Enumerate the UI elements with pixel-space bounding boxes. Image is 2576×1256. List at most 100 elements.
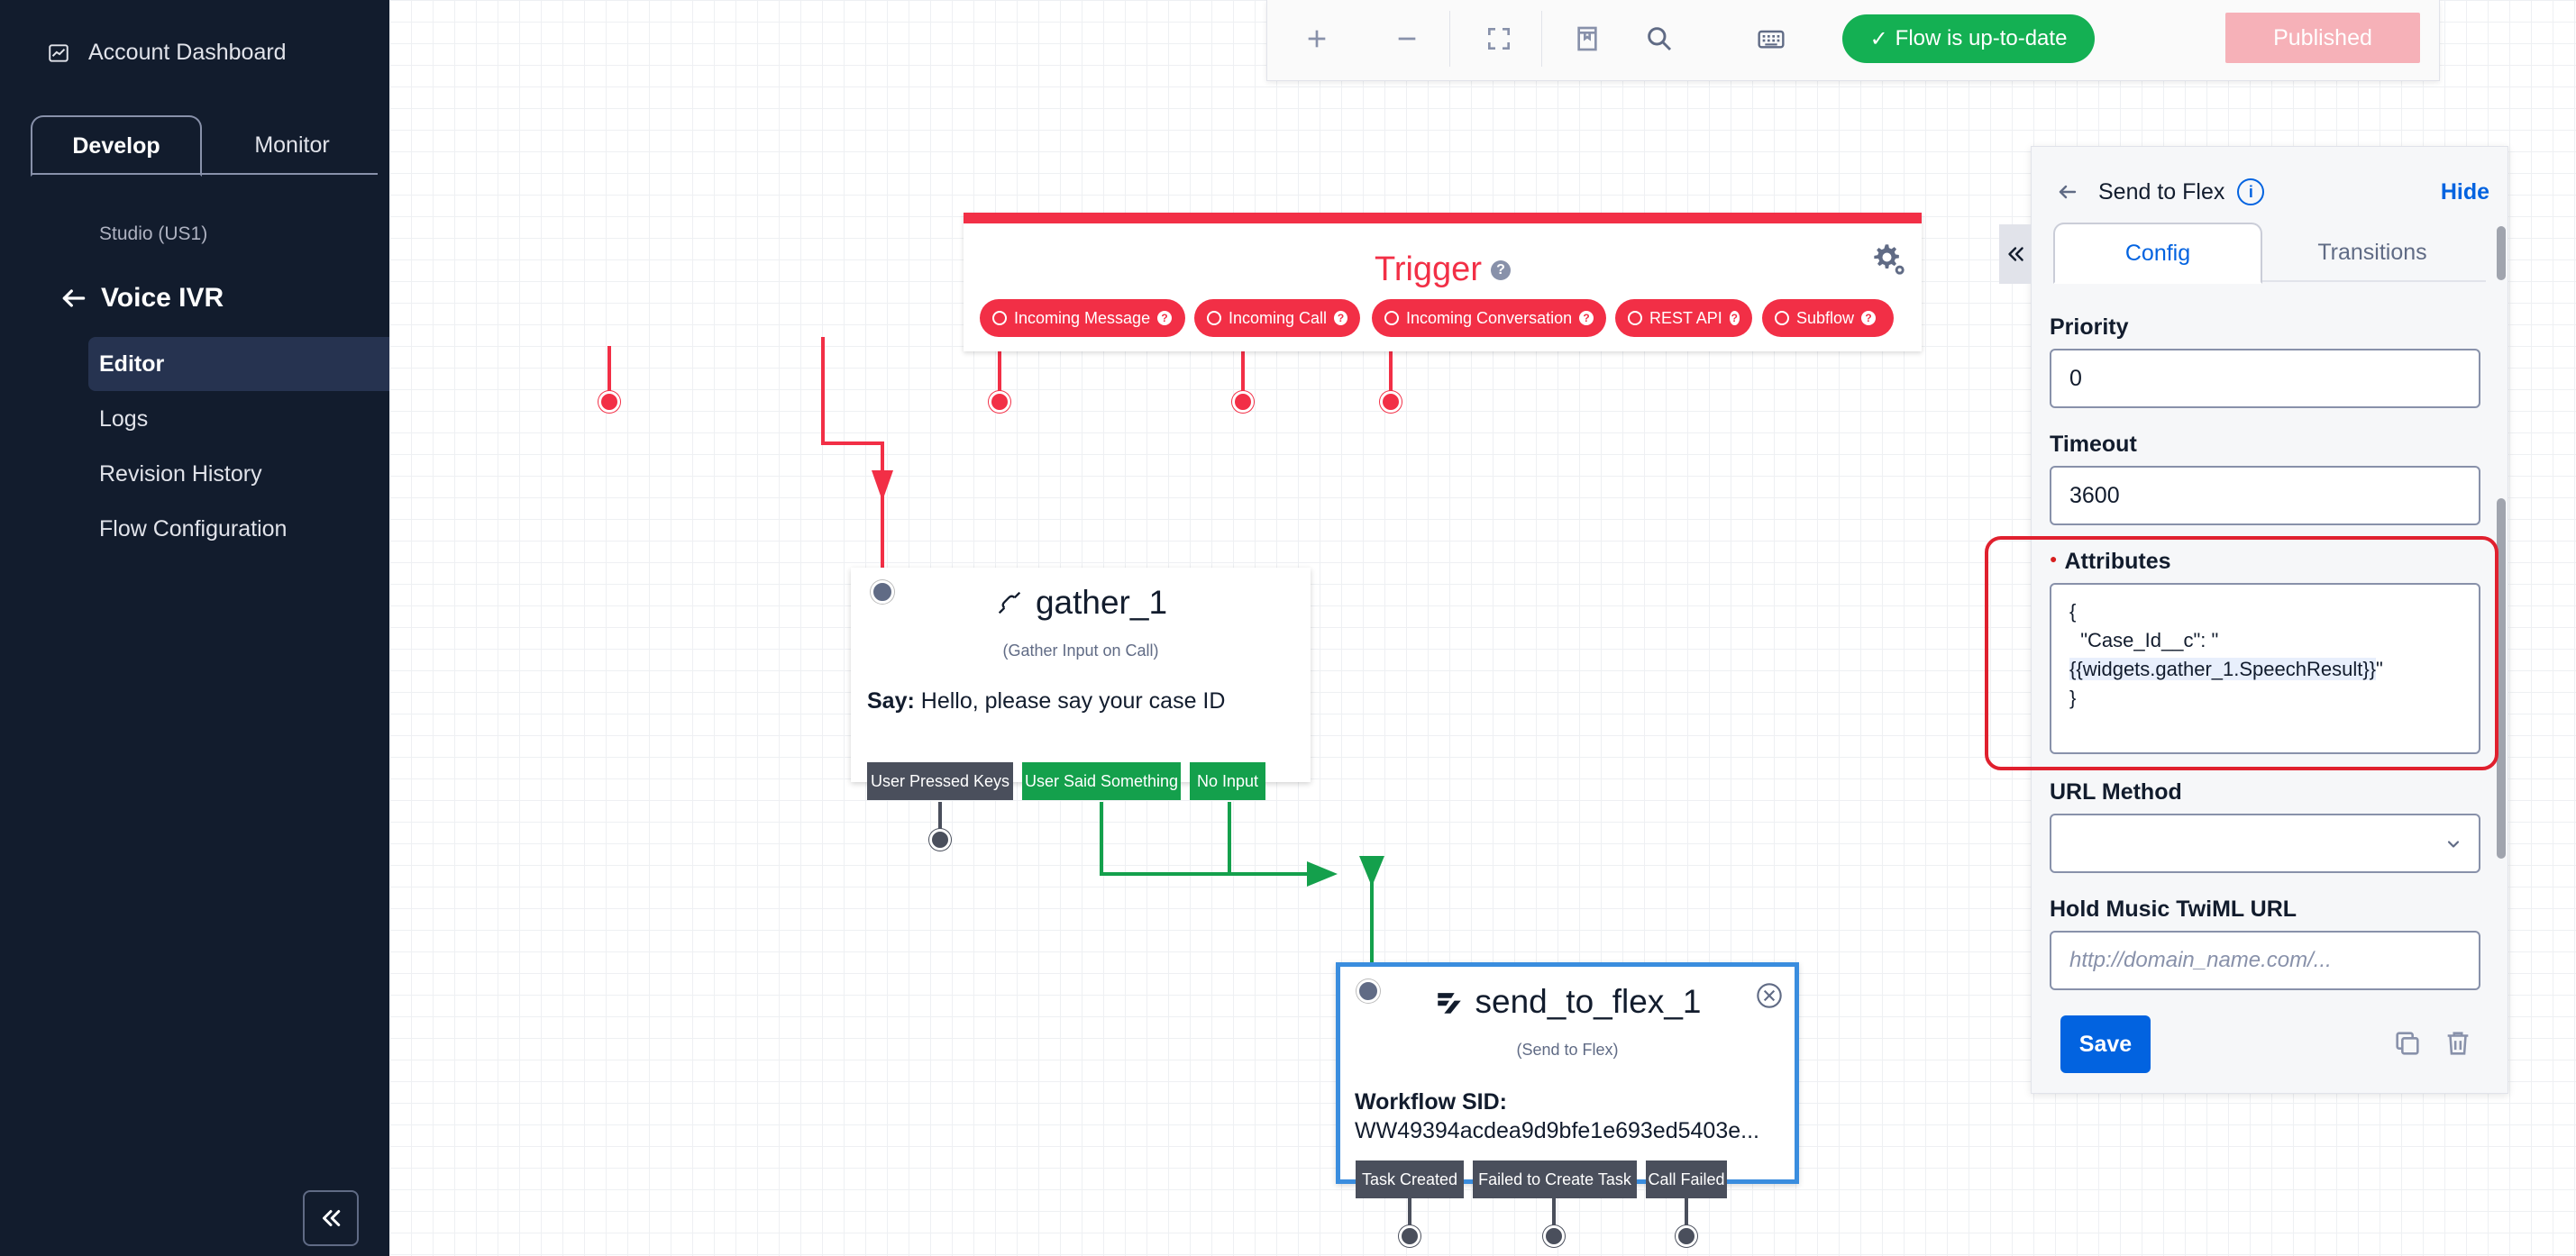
transition-output-port[interactable]	[1399, 1225, 1420, 1247]
workflow-sid-value: WW49394acdea9d9bfe1e693ed5403e...	[1355, 1118, 1759, 1143]
expand-panel-button[interactable]	[1999, 224, 2032, 284]
hold-music-url-input[interactable]: http://domain_name.com/...	[2050, 931, 2480, 990]
widget-input-port[interactable]	[871, 580, 894, 604]
trigger-title-label: Trigger	[1375, 250, 1482, 288]
flow-status-badge: ✓ Flow is up-to-date	[1842, 14, 2095, 63]
trigger-title: Trigger ?	[964, 250, 1922, 289]
panel-title: Send to Flex	[2098, 178, 2225, 205]
double-chevron-left-icon	[2008, 247, 2023, 261]
url-method-select[interactable]	[2050, 814, 2480, 873]
hide-panel-link[interactable]: Hide	[2440, 178, 2489, 205]
tab-monitor[interactable]: Monitor	[254, 132, 330, 158]
tab-develop[interactable]: Develop	[31, 115, 202, 177]
collapse-sidebar-button[interactable]	[303, 1190, 359, 1246]
flow-back-link[interactable]: Voice IVR	[59, 283, 224, 314]
attributes-line: {{widgets.gather_1.SpeechResult}}"	[2069, 655, 2461, 684]
bookmark-note-icon	[1577, 26, 1597, 51]
fit-to-screen-button[interactable]	[1476, 16, 1521, 61]
transition-user-pressed-keys[interactable]: User Pressed Keys	[867, 762, 1013, 800]
attributes-label-text: Attributes	[2064, 549, 2171, 574]
account-dashboard-label: Account Dashboard	[88, 40, 287, 65]
transition-user-said-something[interactable]: User Said Something	[1022, 762, 1181, 800]
radio-icon	[1628, 311, 1642, 325]
zoom-in-button[interactable]	[1294, 16, 1339, 61]
transition-no-input[interactable]: No Input	[1190, 762, 1265, 800]
workflow-sid-label: Workflow SID:	[1355, 1089, 1507, 1115]
panel-scrollbar-thumb[interactable]	[2497, 498, 2506, 859]
trigger-pill-incoming-conversation[interactable]: Incoming Conversation ?	[1372, 299, 1606, 337]
search-button[interactable]	[1637, 16, 1682, 61]
attributes-line: }	[2069, 687, 2077, 709]
transition-failed-to-create-task[interactable]: Failed to Create Task	[1473, 1160, 1637, 1198]
trigger-pill-subflow[interactable]: Subflow ?	[1762, 299, 1894, 337]
transition-output-port[interactable]	[929, 829, 951, 851]
sidebar-item-editor[interactable]: Editor	[88, 337, 389, 391]
priority-label: Priority	[2050, 314, 2129, 340]
gather-say-label: Say:	[867, 688, 915, 714]
account-dashboard-link[interactable]: Account Dashboard	[47, 40, 287, 66]
zoom-out-button[interactable]	[1384, 16, 1430, 61]
publish-button[interactable]: Published	[2225, 13, 2420, 63]
attributes-label: ●Attributes	[2050, 549, 2171, 575]
trigger-output-port[interactable]	[1380, 391, 1402, 413]
panel-tabs: Config Transitions	[2053, 223, 2486, 284]
sidebar-item-flow-configuration[interactable]: Flow Configuration	[99, 515, 288, 542]
attributes-line-suffix: "	[2376, 658, 2383, 680]
trigger-pill-label: Incoming Message	[1014, 308, 1151, 327]
toolbar-divider	[1541, 11, 1542, 67]
priority-input[interactable]: 0	[2050, 349, 2480, 408]
transition-output-port[interactable]	[1543, 1225, 1565, 1247]
transition-task-created[interactable]: Task Created	[1356, 1160, 1464, 1198]
info-icon[interactable]: i	[2237, 178, 2265, 205]
flow-name: Voice IVR	[101, 283, 224, 313]
trigger-pill-label: Subflow	[1796, 308, 1855, 327]
trigger-pill-incoming-call[interactable]: Incoming Call ?	[1194, 299, 1360, 337]
radio-icon	[1384, 311, 1399, 325]
attributes-textarea[interactable]: { "Case_Id__c": "{{widgets.gather_1.Spee…	[2050, 583, 2480, 754]
notes-button[interactable]	[1565, 16, 1610, 61]
attributes-variable: {{widgets.gather_1.SpeechResult}}	[2069, 658, 2377, 680]
trigger-output-port[interactable]	[989, 391, 1010, 413]
trigger-output-port[interactable]	[598, 391, 620, 413]
save-button[interactable]: Save	[2060, 1015, 2151, 1073]
timeout-label: Timeout	[2050, 432, 2137, 457]
toolbar-divider	[1449, 11, 1450, 67]
gather-say: Say: Hello, please say your case ID	[867, 688, 1225, 714]
send-to-flex-widget[interactable]: send_to_flex_1 (Send to Flex) Workflow S…	[1336, 962, 1799, 1184]
expand-icon	[1488, 28, 1510, 50]
trigger-pill-rest-api[interactable]: REST API ?	[1615, 299, 1752, 337]
trigger-output-port[interactable]	[1232, 391, 1254, 413]
sidebar-item-revision-history[interactable]: Revision History	[99, 460, 262, 487]
timeout-input[interactable]: 3600	[2050, 466, 2480, 525]
gather-widget[interactable]: gather_1 (Gather Input on Call) Say: Hel…	[851, 568, 1311, 782]
sidebar-section-label: Studio (US1)	[99, 223, 208, 244]
search-icon	[1648, 27, 1672, 51]
keyboard-shortcuts-button[interactable]	[1749, 16, 1794, 61]
trigger-pill-label: REST API	[1649, 308, 1722, 327]
flow-status-label: Flow is up-to-date	[1895, 26, 2068, 50]
close-icon[interactable]	[1755, 981, 1784, 1010]
help-icon[interactable]: ?	[1490, 259, 1511, 280]
plus-icon	[1308, 30, 1326, 48]
send-to-flex-title-label: send_to_flex_1	[1475, 983, 1702, 1020]
url-method-label: URL Method	[2050, 779, 2182, 805]
tab-config[interactable]: Config	[2053, 223, 2262, 284]
trash-icon[interactable]	[2443, 1028, 2473, 1059]
trigger-pill-incoming-message[interactable]: Incoming Message ?	[980, 299, 1185, 337]
sidebar-item-logs[interactable]: Logs	[99, 405, 149, 432]
transition-output-port[interactable]	[1676, 1225, 1697, 1247]
arrow-left-icon[interactable]	[2057, 181, 2078, 203]
panel-scrollbar[interactable]	[2497, 226, 2506, 280]
sidebar-tabs: Develop Monitor	[31, 115, 378, 177]
gather-title: gather_1	[851, 584, 1311, 622]
trigger-widget[interactable]: Trigger ? Incoming Message ? Incoming Ca…	[964, 213, 1922, 351]
widget-input-port[interactable]	[1357, 979, 1380, 1003]
hold-music-label: Hold Music TwiML URL	[2050, 896, 2297, 922]
radio-icon	[1775, 311, 1789, 325]
gear-icon[interactable]	[1871, 241, 1907, 278]
panel-header: Send to Flex i Hide	[2057, 172, 2489, 212]
tab-transitions[interactable]: Transitions	[2317, 239, 2427, 265]
transition-call-failed[interactable]: Call Failed	[1646, 1160, 1727, 1198]
help-icon: ?	[1861, 311, 1877, 325]
duplicate-icon[interactable]	[2392, 1028, 2423, 1059]
